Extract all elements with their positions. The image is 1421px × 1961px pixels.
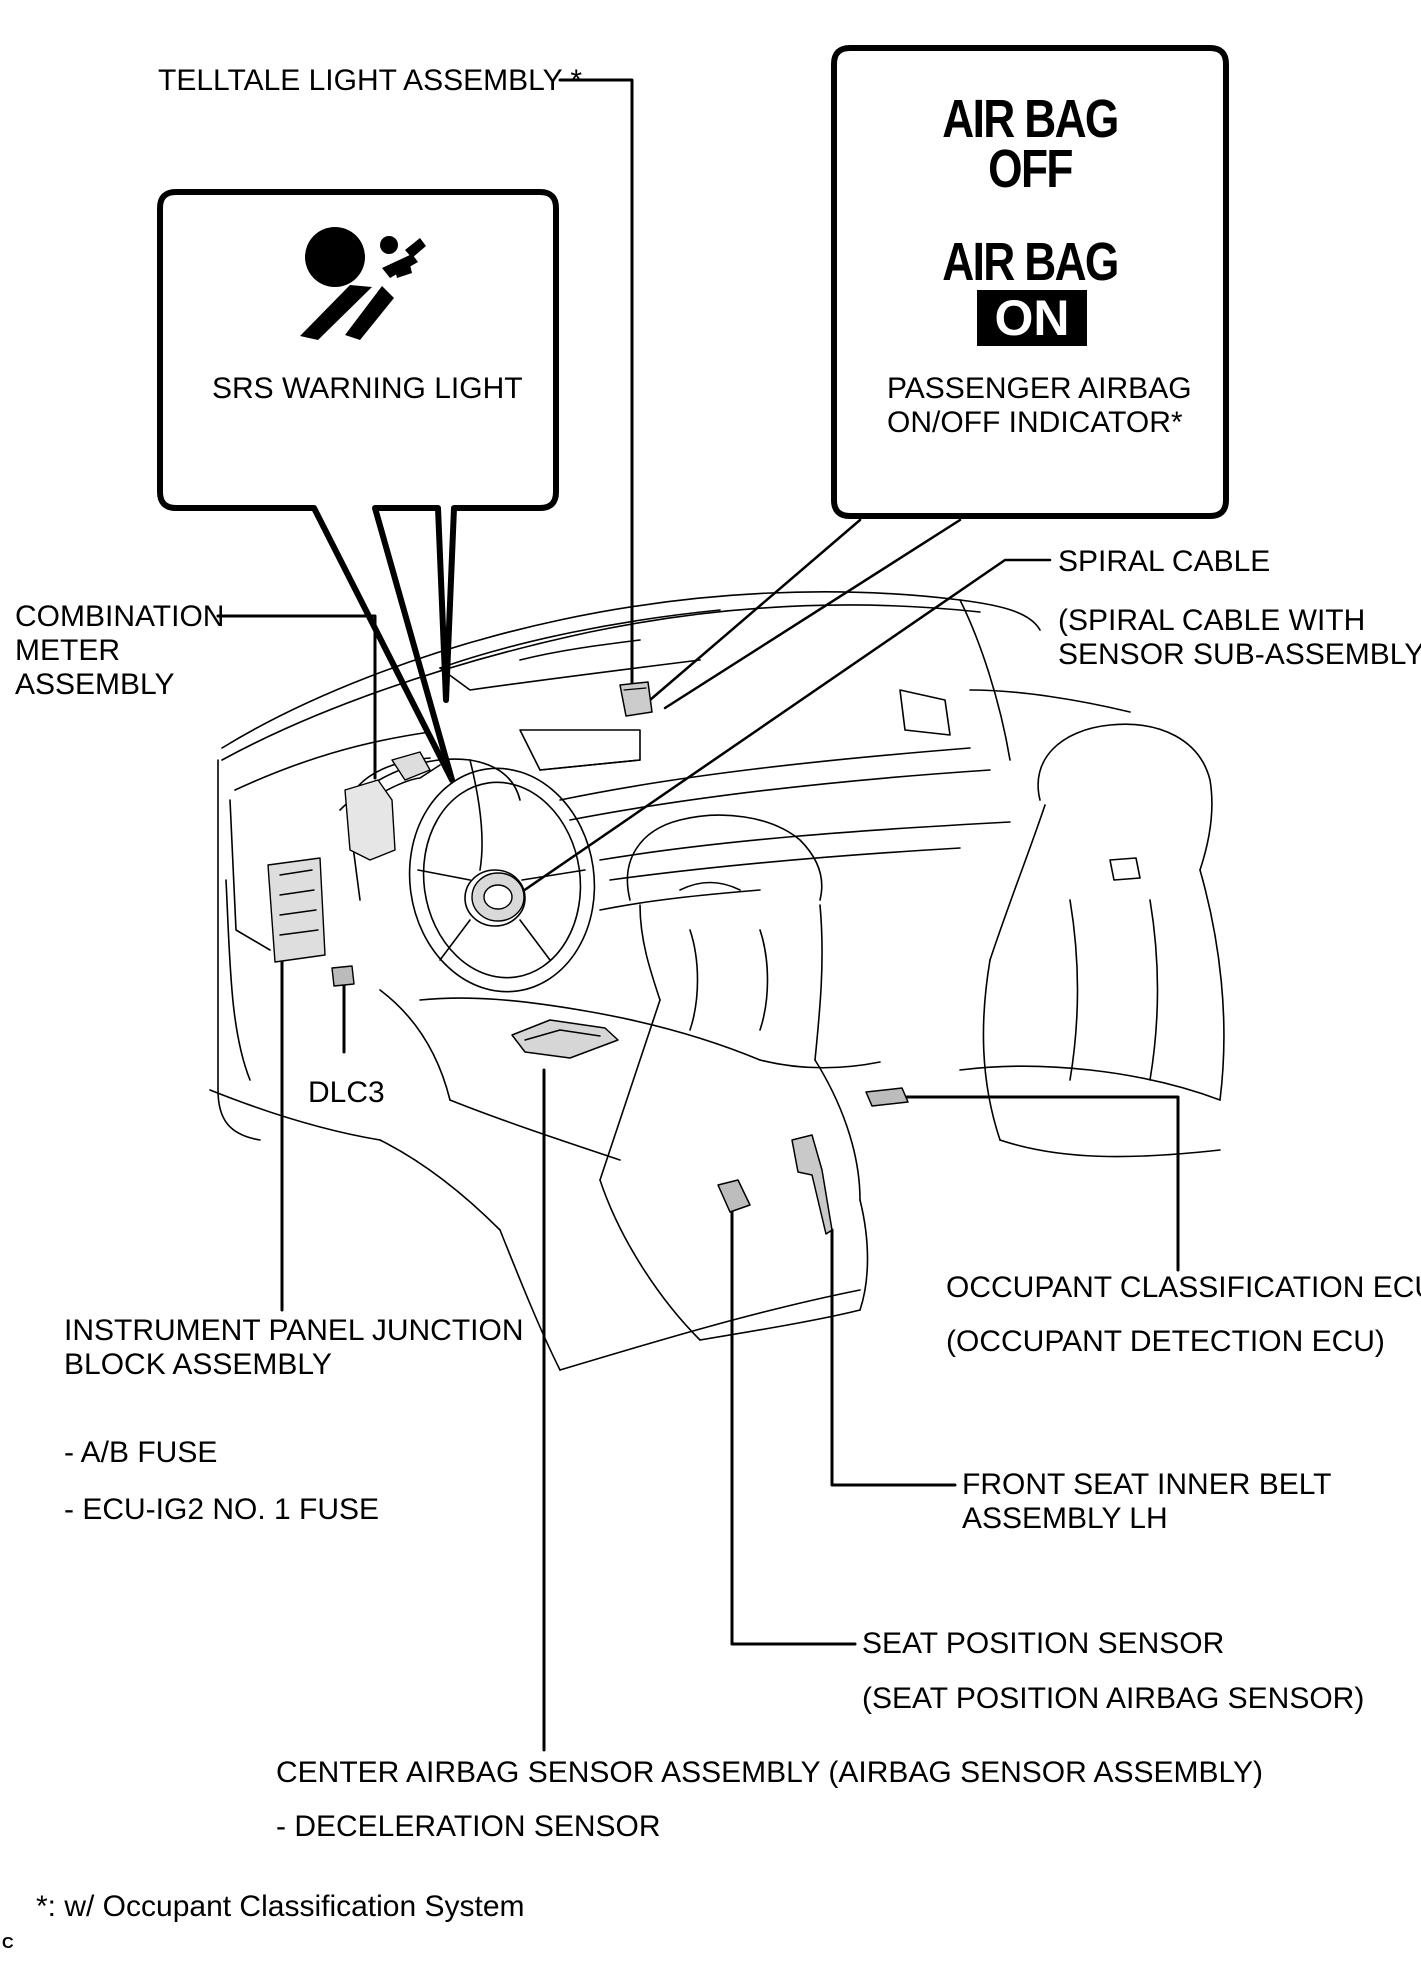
passenger-callout-box [831,45,1229,519]
label-combo-1: COMBINATION [15,600,225,633]
label-center-airbag: CENTER AIRBAG SENSOR ASSEMBLY (AIRBAG SE… [276,1756,1263,1789]
label-passenger-1: PASSENGER AIRBAG [887,372,1192,405]
seat-pos-leader [730,1208,857,1646]
label-ipjb-2: BLOCK ASSEMBLY [64,1348,332,1381]
label-telltale: TELLTALE LIGHT ASSEMBLY * [158,64,583,97]
label-spiral-sub-1: (SPIRAL CABLE WITH [1058,604,1366,637]
label-front-belt-1: FRONT SEAT INNER BELT [962,1468,1332,1501]
label-ecu-fuse: - ECU-IG2 NO. 1 FUSE [64,1493,380,1526]
label-dlc3: DLC3 [308,1076,385,1109]
label-ipjb-1: INSTRUMENT PANEL JUNCTION [64,1314,524,1347]
label-passenger-2: ON/OFF INDICATOR* [887,406,1183,439]
airbag-off-line2: OFF [988,139,1073,199]
label-combo-2: METER [15,634,120,667]
dlc3-component [331,965,355,987]
combo-leader [216,614,377,780]
label-srs-warning: SRS WARNING LIGHT [212,372,523,405]
srs-warning-icon [300,227,426,340]
label-ab-fuse: - A/B FUSE [64,1436,218,1469]
car-interior-drawing [209,591,1225,1371]
label-combo-3: ASSEMBLY [15,668,175,701]
label-deceleration: - DECELERATION SENSOR [276,1810,661,1843]
junction-block-component [267,857,326,963]
label-seat-position: SEAT POSITION SENSOR [862,1627,1225,1660]
seat-position-sensor-component [717,1179,751,1213]
passenger-leader-b [663,518,962,710]
label-spiral-cable: SPIRAL CABLE [1058,545,1271,578]
occupant-leader [903,1095,1180,1272]
label-seat-position-sub: (SEAT POSITION AIRBAG SENSOR) [862,1682,1365,1715]
label-front-belt-2: ASSEMBLY LH [962,1502,1168,1535]
airbag-off-line1: AIR BAG [942,89,1119,149]
combination-meter-component [344,751,431,861]
airbag-on-line1: AIR BAG [942,232,1119,292]
label-footnote: *: w/ Occupant Classification System [36,1890,525,1923]
telltale-leader [558,78,634,687]
label-spiral-sub-2: SENSOR SUB-ASSEMBLY) [1058,638,1421,671]
label-corner: C [2,1935,14,1952]
passenger-leader-a [648,518,862,702]
front-belt-component [791,1134,833,1235]
spiral-leader [508,558,1052,902]
occupant-ecu-component [865,1087,909,1107]
airbag-on-badge: ON [977,290,1087,346]
telltale-component [619,681,653,717]
front-belt-leader [830,1228,957,1487]
srs-callout-box [157,189,559,783]
label-occupant-ecu: OCCUPANT CLASSIFICATION ECU* [946,1271,1421,1304]
label-occupant-detection: (OCCUPANT DETECTION ECU) [946,1325,1385,1358]
center-airbag-sensor-component [511,1019,619,1059]
spiral-cable-component [471,872,525,922]
